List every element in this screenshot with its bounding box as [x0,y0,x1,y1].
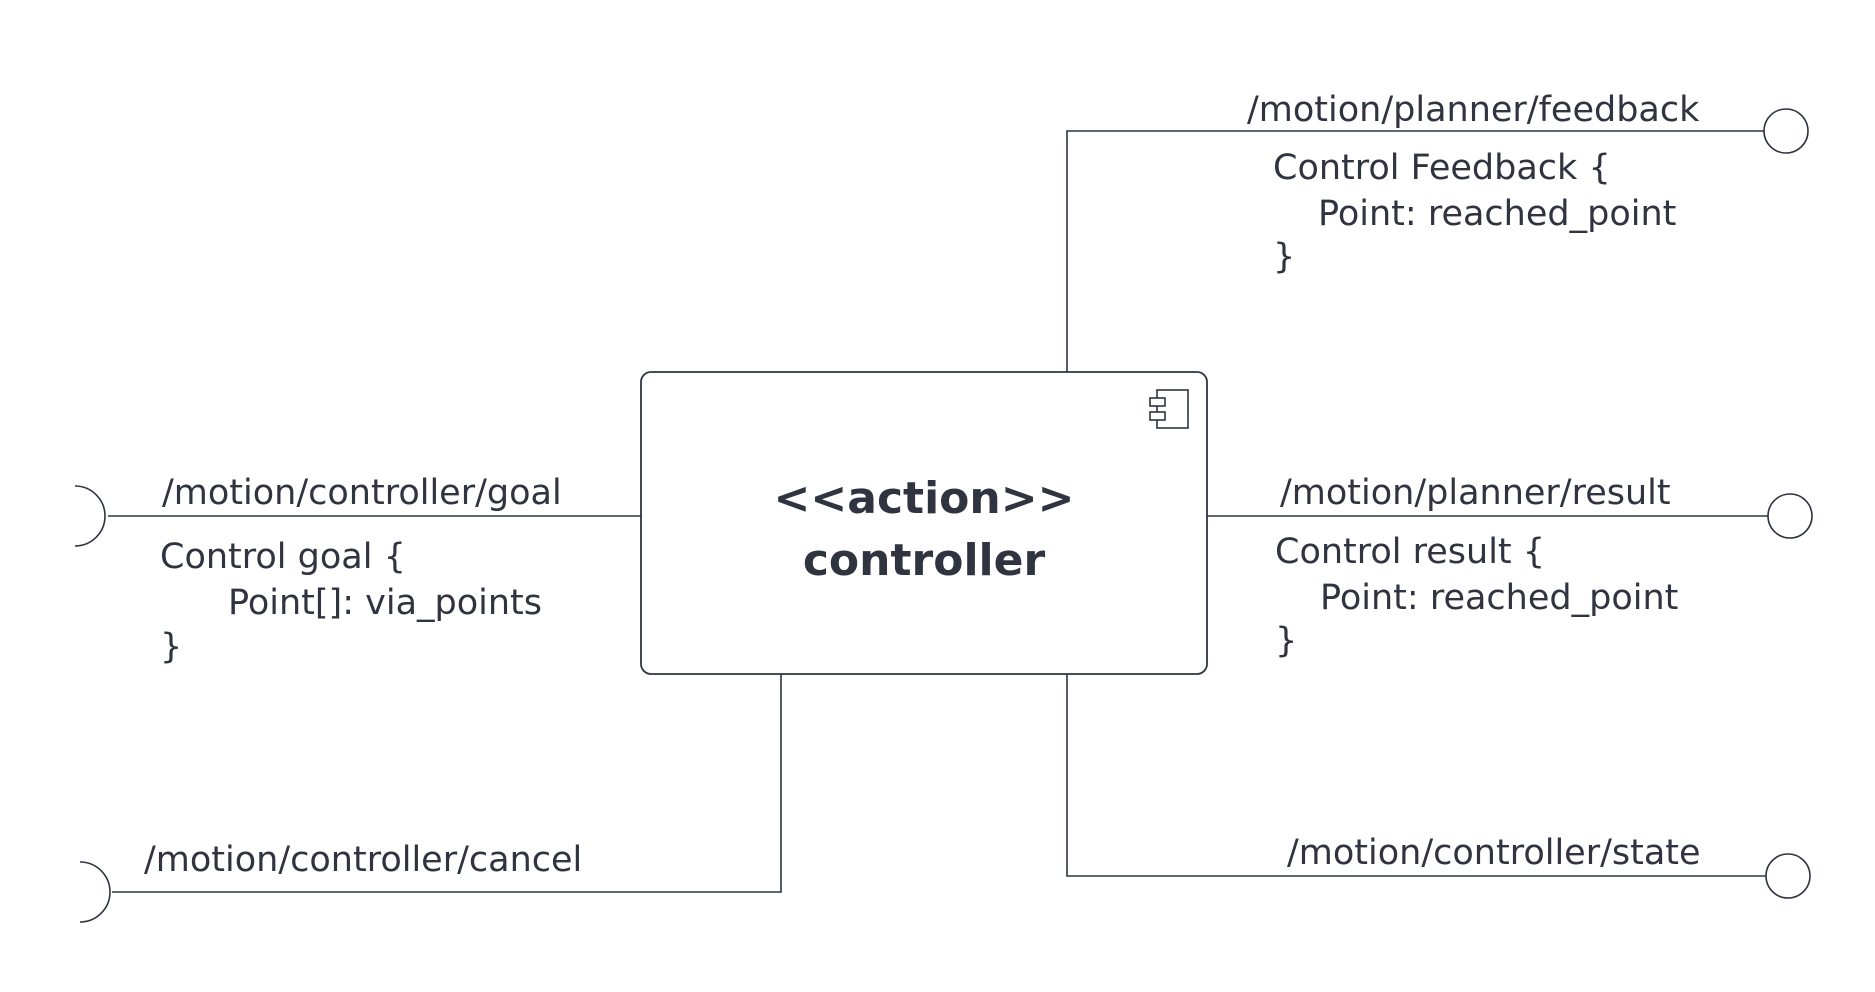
cancel-connector-line [112,674,782,893]
goal-socket-icon[interactable] [74,485,106,547]
result-message-line-3: } [1275,621,1297,661]
feedback-message-line-1: Control Feedback { [1273,148,1611,188]
component-box[interactable] [640,371,1208,675]
goal-topic-label: /motion/controller/goal [162,473,562,513]
result-topic-label: /motion/planner/result [1280,473,1671,513]
goal-message-line-3: } [160,627,182,667]
result-lollipop-icon[interactable] [1767,493,1813,539]
feedback-message-line-3: } [1273,237,1295,277]
feedback-connector-line [1066,130,1764,372]
cancel-topic-label: /motion/controller/cancel [144,840,582,880]
component-stereotype: <<action>> [774,473,1075,524]
state-lollipop-icon[interactable] [1765,853,1811,899]
feedback-message-line-2: Point: reached_point [1318,194,1676,234]
feedback-topic-label: /motion/planner/feedback [1247,90,1700,130]
component-icon [1149,389,1189,429]
goal-message-line-1: Control goal { [160,537,406,577]
component-name: controller [803,535,1046,586]
goal-message-line-2: Point[]: via_points [228,583,542,623]
cancel-socket-icon[interactable] [79,861,111,923]
state-topic-label: /motion/controller/state [1287,833,1701,873]
state-connector-line [1066,674,1766,877]
result-message-line-1: Control result { [1275,532,1545,572]
result-message-line-2: Point: reached_point [1320,578,1678,618]
feedback-lollipop-icon[interactable] [1763,108,1809,154]
